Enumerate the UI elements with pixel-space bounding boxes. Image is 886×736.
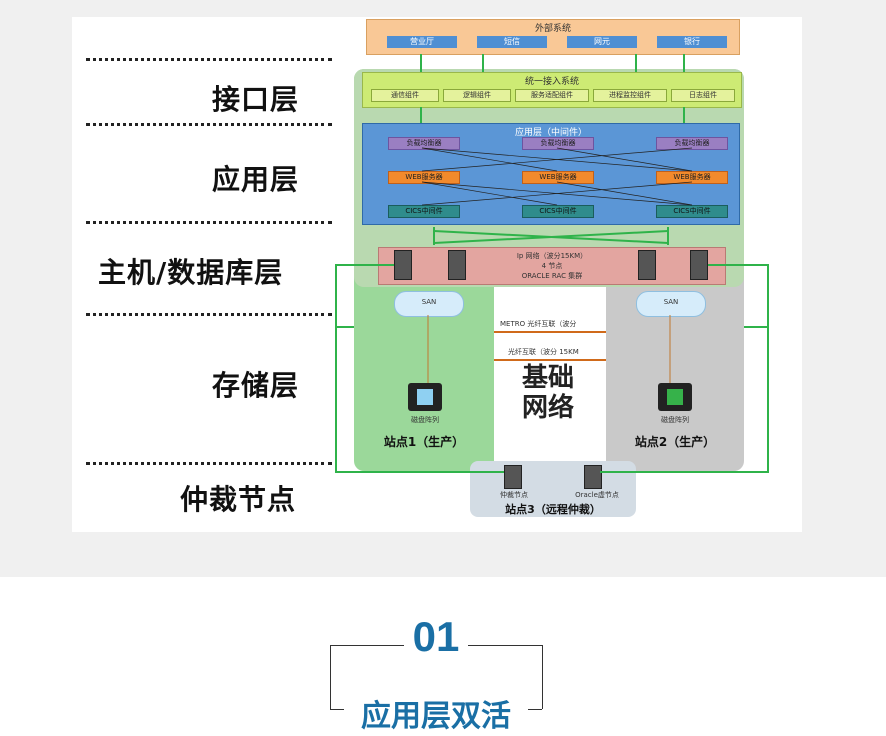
db-layer-box: Ip 网络（波分15KM） 4 节点 ORACLE RAC 集群	[378, 247, 726, 285]
external-item-3: 银行	[657, 36, 727, 48]
arbitration-layer-label: 仲裁节点	[180, 483, 297, 516]
fiber-link-line	[494, 359, 606, 361]
cics-middleware-1: CICS中间件	[388, 205, 460, 218]
separator-line-4	[86, 313, 332, 316]
basic-network-line: 网络	[521, 393, 574, 423]
access-item-2: 服务适配组件	[515, 89, 589, 102]
connector-lines	[335, 54, 769, 473]
load-balancer-2: 负载均衡器	[522, 137, 594, 150]
db-line-3: ORACLE RAC 集群	[521, 272, 583, 280]
web-server-1: WEB服务器	[388, 171, 460, 184]
access-item-3: 进程监控组件	[593, 89, 667, 102]
section-header-area: 01 应用层双活	[0, 577, 886, 736]
middle-gap	[494, 287, 606, 487]
san-cloud-1: SAN	[394, 291, 464, 317]
app-layer-title: 应用层（中间件）	[514, 128, 587, 138]
separator-line-5	[86, 462, 332, 465]
cics-middleware-3: CICS中间件	[656, 205, 728, 218]
disk-array-label-1: 磁盘阵列	[411, 416, 439, 424]
storage-layer-label: 存储层	[212, 369, 300, 402]
interface-layer-label: 接口层	[212, 83, 300, 116]
metro-link-label: METRO 光纤互联（波分	[500, 320, 577, 328]
section-frame-left	[330, 645, 331, 709]
section-number: 01	[412, 613, 460, 660]
access-system-title: 统一接入系统	[524, 77, 579, 87]
section-frame-bottom-left	[330, 709, 344, 710]
disk-array-icon-2	[658, 383, 692, 411]
access-system-box: 统一接入系统 通信组件 逻辑组件 服务适配组件 进程监控组件 日志组件	[362, 72, 742, 108]
separator-line-3	[86, 221, 332, 224]
external-item-1: 短信	[477, 36, 547, 48]
basic-network-line: 基础	[521, 363, 574, 393]
disk-array-icon-1	[408, 383, 442, 411]
db-server-icon-2	[448, 250, 466, 280]
db-server-icon-4	[690, 250, 708, 280]
section-title: 应用层双活	[361, 699, 511, 734]
separator-line-1	[86, 58, 332, 61]
host-db-layer-label: 主机/数据库层	[98, 256, 284, 289]
oracle-node-label: Oracle虚节点	[575, 491, 619, 499]
access-item-0: 通信组件	[371, 89, 439, 102]
disk-array-label-2: 磁盘阵列	[661, 416, 689, 424]
external-item-0: 营业厅	[387, 36, 457, 48]
arbitration-node-label: 仲裁节点	[500, 491, 528, 499]
db-line-2: 4 节点	[541, 262, 563, 270]
section-frame-top-left	[330, 645, 404, 646]
web-server-2: WEB服务器	[522, 171, 594, 184]
db-line-1: Ip 网络（波分15KM）	[516, 252, 588, 260]
section-frame-right	[542, 645, 543, 709]
metro-link-line	[494, 331, 606, 333]
external-item-2: 网元	[567, 36, 637, 48]
load-balancer-3: 负载均衡器	[656, 137, 728, 150]
load-balancer-1: 负载均衡器	[388, 137, 460, 150]
application-layer-label: 应用层	[212, 163, 300, 196]
oracle-virtual-server-icon	[584, 465, 602, 489]
site3-panel	[470, 461, 636, 517]
site2-label: 站点2（生产）	[634, 435, 716, 449]
external-systems-title: 外部系统	[534, 24, 571, 34]
access-item-1: 逻辑组件	[443, 89, 511, 102]
separator-line-2	[86, 123, 332, 126]
fiber-link-label: 光纤互联（波分 15KM	[508, 348, 579, 356]
access-item-4: 日志组件	[671, 89, 735, 102]
web-server-3: WEB服务器	[656, 171, 728, 184]
db-server-icon-1	[394, 250, 412, 280]
cics-middleware-2: CICS中间件	[522, 205, 594, 218]
section-frame-top-right	[468, 645, 542, 646]
external-systems-box: 外部系统 营业厅 短信 网元 银行	[366, 19, 740, 55]
arbitration-server-icon	[504, 465, 522, 489]
architecture-diagram: 外部系统 营业厅 短信 网元 银行 统一接入系统 通信组件 逻辑组件 服务适配组…	[72, 17, 802, 532]
san-cloud-2: SAN	[636, 291, 706, 317]
section-frame-bottom-right	[528, 709, 542, 710]
basic-network-label: 基础网络	[508, 363, 588, 423]
db-server-icon-3	[638, 250, 656, 280]
site3-label: 站点3（远程仲裁）	[505, 503, 601, 516]
site1-label: 站点1（生产）	[383, 435, 465, 449]
